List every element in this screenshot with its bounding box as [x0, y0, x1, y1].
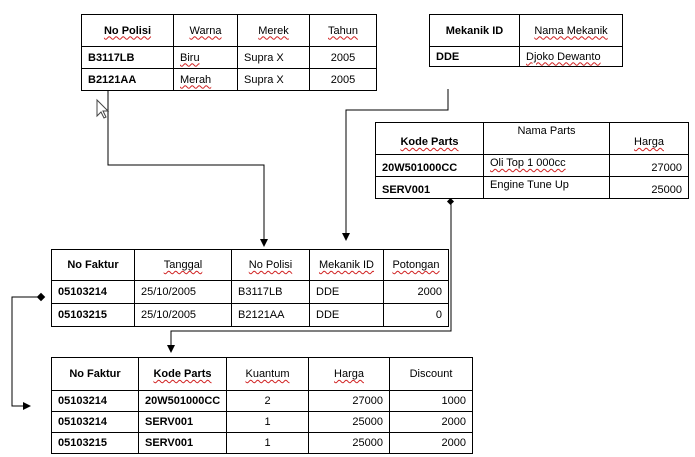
- cell-mekanik-id: DDE: [310, 304, 384, 326]
- cell-tanggal: 25/10/2005: [135, 304, 232, 326]
- connector-no-faktur: [11, 296, 41, 410]
- cell-warna: Merah: [174, 69, 238, 90]
- cell-kuantum: 2: [227, 391, 309, 411]
- header-no-polisi: No Polisi: [232, 250, 310, 280]
- cell-no-polisi: B2121AA: [82, 69, 174, 90]
- connector-diamond-parts: [446, 197, 455, 206]
- cell-mekanik-id: DDE: [310, 281, 384, 303]
- table-row: 05103215 25/10/2005 B2121AA DDE 0: [52, 304, 448, 326]
- header-no-faktur: No Faktur: [52, 358, 139, 390]
- header-merek: Merek: [238, 15, 310, 46]
- header-harga: Harga: [634, 136, 664, 148]
- cell-merek: Supra X: [238, 47, 310, 68]
- cell-harga: 25000: [651, 184, 682, 196]
- cell-harga: 25000: [309, 412, 390, 432]
- connector-kode-parts: [167, 203, 452, 353]
- cell-discount: 2000: [441, 437, 466, 449]
- header-nama-mekanik: Nama Mekanik: [534, 24, 608, 37]
- cell-harga: 27000: [309, 391, 390, 411]
- cell-nama-parts: Oli Top 1 000cc: [484, 155, 610, 176]
- connector-mekanik-id: [342, 89, 449, 241]
- cell-kode-parts: SERV001: [139, 412, 227, 432]
- header-kode-parts: Kode Parts: [376, 123, 484, 154]
- cell-tahun: 2005: [330, 51, 356, 64]
- mouse-pointer-icon: [96, 98, 110, 119]
- cell-kode-parts: SERV001: [139, 433, 227, 453]
- cell-harga: 27000: [651, 162, 682, 174]
- cell-no-polisi: B2121AA: [232, 304, 310, 326]
- cell-discount: 1000: [441, 395, 466, 407]
- table-row: 05103214 25/10/2005 B3117LB DDE 2000: [52, 281, 448, 304]
- cell-warna: Biru: [174, 47, 238, 68]
- cell-nama-parts: Engine Tune Up: [484, 177, 610, 198]
- header-discount: Discount: [409, 368, 453, 380]
- table-row: B3117LB Biru Supra X 2005: [82, 47, 376, 69]
- cell-nama-mekanik: Djoko Dewanto: [526, 50, 601, 63]
- table-detail-faktur: No Faktur Kode Parts Kuantum Harga Disco…: [51, 357, 473, 454]
- cell-no-faktur: 05103215: [52, 433, 139, 453]
- header-mekanik-id: Mekanik ID: [430, 15, 520, 46]
- cell-discount: 2000: [441, 416, 466, 428]
- table-row: 05103215 SERV001 1 25000 2000: [52, 433, 472, 453]
- header-kuantum: Kuantum: [227, 358, 309, 390]
- cell-kuantum: 1: [227, 433, 309, 453]
- cell-no-polisi: B3117LB: [232, 281, 310, 303]
- cell-potongan: 2000: [417, 286, 442, 298]
- table-row: SERV001 Engine Tune Up 25000: [376, 177, 688, 198]
- header-tanggal: Tanggal: [135, 250, 232, 280]
- cell-no-faktur: 05103215: [52, 304, 135, 326]
- table-mekanik: Mekanik ID Nama Mekanik DDE Djoko Dewant…: [429, 14, 623, 67]
- header-nama-parts: Nama Parts: [484, 123, 610, 154]
- header-tahun: Tahun: [328, 24, 358, 37]
- table-row: 20W501000CC Oli Top 1 000cc 27000: [376, 155, 688, 177]
- connector-no-polisi: [107, 90, 268, 247]
- table-faktur: No Faktur Tanggal No Polisi Mekanik ID P…: [51, 249, 449, 327]
- header-harga: Harga: [309, 358, 390, 390]
- header-mekanik-id: Mekanik ID: [310, 250, 384, 280]
- table-kendaraan: No Polisi Warna Merek Tahun B3117LB Biru…: [81, 14, 377, 91]
- cell-kuantum: 1: [227, 412, 309, 432]
- cell-no-faktur: 05103214: [52, 412, 139, 432]
- cell-potongan: 0: [435, 309, 442, 321]
- header-warna: Warna: [174, 15, 238, 46]
- header-kode-parts: Kode Parts: [139, 358, 227, 390]
- cell-mekanik-id: DDE: [430, 47, 520, 66]
- header-no-polisi: No Polisi: [82, 15, 174, 46]
- cell-tahun: 2005: [330, 73, 356, 86]
- table-row: DDE Djoko Dewanto: [430, 47, 622, 66]
- cell-no-polisi: B3117LB: [82, 47, 174, 68]
- cell-no-faktur: 05103214: [52, 391, 139, 411]
- table-row: 05103214 SERV001 1 25000 2000: [52, 412, 472, 433]
- cell-tanggal: 25/10/2005: [135, 281, 232, 303]
- cell-no-faktur: 05103214: [52, 281, 135, 303]
- cell-merek: Supra X: [238, 69, 310, 90]
- cell-kode-parts: SERV001: [376, 177, 484, 198]
- cell-harga: 25000: [309, 433, 390, 453]
- table-parts: Kode Parts Nama Parts Harga 20W501000CC …: [375, 122, 689, 199]
- table-row: B2121AA Merah Supra X 2005: [82, 69, 376, 90]
- header-potongan: Potongan: [392, 259, 440, 271]
- cell-kode-parts: 20W501000CC: [376, 155, 484, 176]
- header-no-faktur: No Faktur: [52, 250, 135, 280]
- cell-kode-parts: 20W501000CC: [139, 391, 227, 411]
- table-row: 05103214 20W501000CC 2 27000 1000: [52, 391, 472, 412]
